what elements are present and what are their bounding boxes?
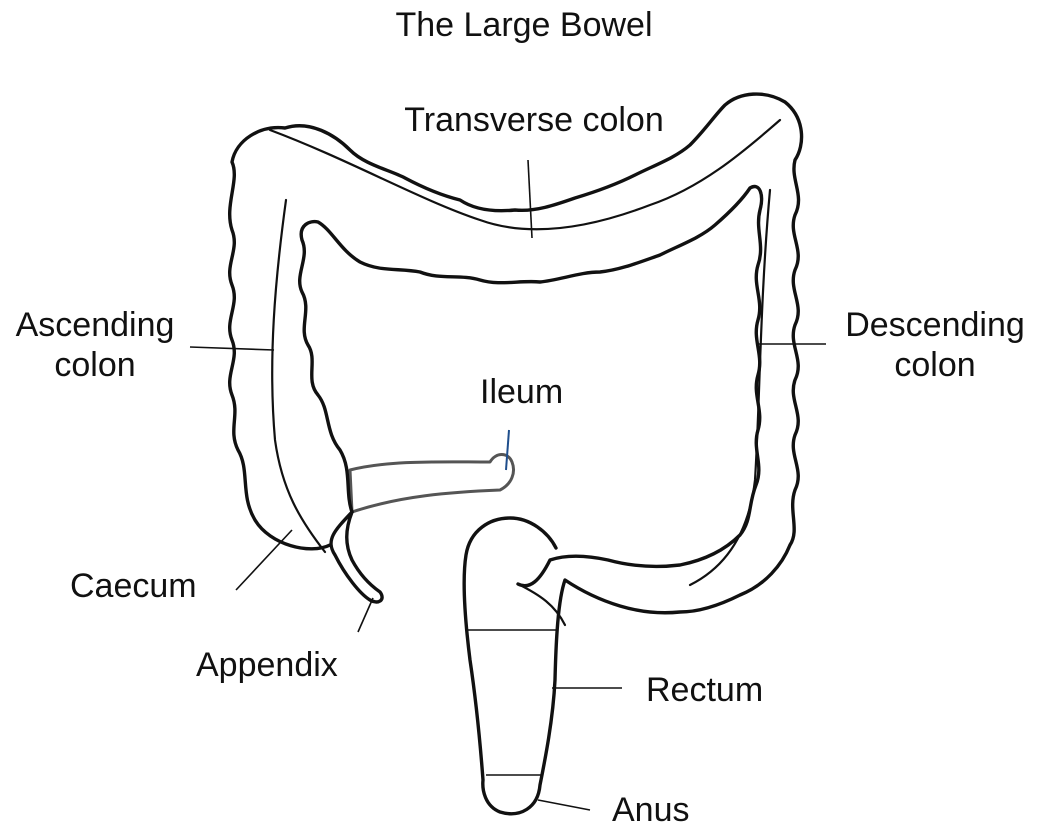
label-rectum: Rectum [646, 670, 763, 710]
label-ascending-line1: Ascending [0, 305, 190, 345]
label-anus: Anus [612, 790, 690, 830]
label-ascending-line2: colon [0, 345, 190, 385]
ileum-shape [350, 455, 514, 513]
transverse-leader [528, 160, 532, 238]
label-ascending-colon: Ascending colon [0, 305, 190, 385]
label-transverse-colon: Transverse colon [384, 100, 684, 140]
label-descending-colon: Descending colon [830, 305, 1040, 385]
anus-leader [538, 800, 590, 810]
label-descending-line1: Descending [830, 305, 1040, 345]
descending-inner-line [690, 190, 770, 585]
appendix-leader [358, 598, 373, 632]
label-appendix: Appendix [196, 645, 338, 685]
caecum-leader [236, 530, 292, 590]
label-caecum: Caecum [70, 566, 197, 606]
label-descending-line2: colon [830, 345, 1040, 385]
ascending-inner-line [272, 200, 325, 552]
caecum-wall [331, 512, 382, 602]
label-ileum: Ileum [480, 372, 563, 412]
ascending-leader [190, 347, 274, 350]
